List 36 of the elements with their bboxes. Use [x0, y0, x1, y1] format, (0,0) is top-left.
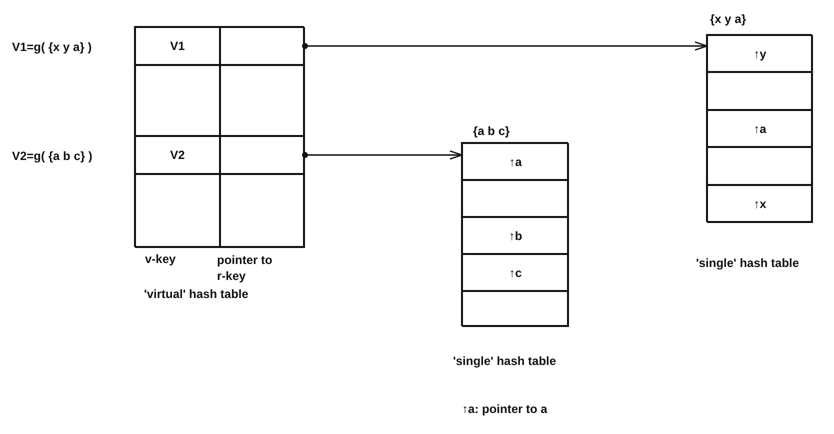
entry-text: ↑a [754, 122, 766, 136]
entry-text: ↑b [508, 228, 522, 242]
entry-text: ↑a [509, 154, 522, 168]
entry-text: ↑x [754, 197, 766, 211]
formula-label: V1=g( {x y a} ) [12, 40, 92, 54]
column-label: pointer to r-key [217, 252, 274, 284]
table-caption: 'single' hash table [696, 256, 800, 270]
pointer-arrow [302, 41, 708, 51]
table-cell [220, 65, 305, 136]
set-heading: {a b c} [473, 124, 510, 138]
column-label: ↑a: pointer to a [462, 402, 548, 416]
pointer-arrow [302, 150, 463, 160]
table-caption: 'virtual' hash table [144, 287, 248, 301]
table-cell [707, 147, 813, 185]
table-cell [220, 136, 305, 174]
table-cell [462, 217, 569, 254]
table-cell [135, 65, 220, 136]
entry-text: ↑c [509, 266, 522, 280]
table-cell [707, 35, 813, 72]
set-heading: {x y a} [710, 12, 746, 26]
table-cell [220, 174, 305, 248]
table-cell [462, 143, 569, 180]
column-label: v-key [145, 252, 176, 266]
entry-text: ↑y [754, 46, 766, 60]
table-cell [707, 110, 813, 147]
table-cell [462, 180, 569, 217]
table-cell [462, 254, 569, 291]
table-caption: 'single' hash table [453, 354, 556, 368]
table-cell [220, 27, 305, 65]
table-cell [462, 291, 569, 327]
entry-text: V2 [170, 148, 185, 162]
table-cell [135, 174, 220, 248]
table-cell [707, 185, 813, 223]
table-cell [707, 72, 813, 110]
entry-text: V1 [170, 39, 185, 53]
formula-label: V2=g( {a b c} ) [12, 149, 92, 163]
